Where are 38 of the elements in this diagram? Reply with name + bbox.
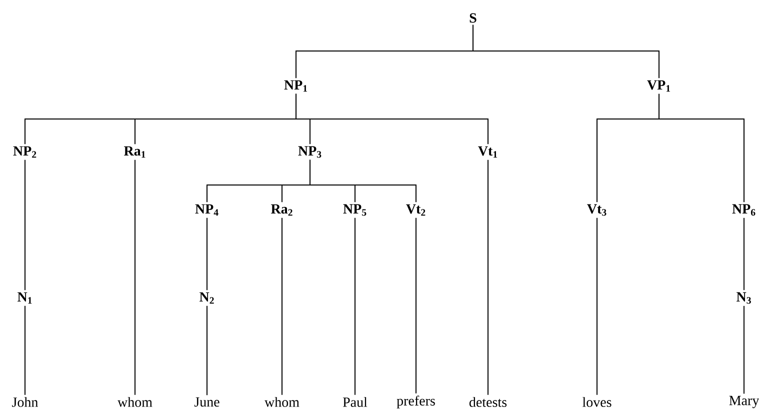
word-label: loves (582, 397, 612, 407)
word-label: Paul (342, 397, 368, 407)
category-label: Vt$_{3}$ (587, 204, 606, 216)
category-label: N$_{1}$ (18, 292, 32, 304)
word-label: whom (118, 397, 152, 407)
word-label: prefers (396, 396, 435, 408)
category-label: Vt$_{1}$ (478, 146, 498, 158)
category-label: N$_{2}$ (200, 292, 214, 304)
tree-branch (354, 217, 356, 396)
tree-branch (24, 159, 26, 291)
tree-branch (24, 305, 26, 396)
tree-branch (658, 93, 745, 203)
category-label: VP$_{1}$ (647, 80, 670, 92)
word-label: detests (469, 397, 507, 407)
tree-branch (744, 217, 745, 291)
category-label: Ra$_{1}$ (124, 146, 146, 158)
category-label: Vt$_{2}$ (406, 204, 426, 216)
tree-branch (596, 217, 598, 396)
tree-branch (134, 159, 136, 396)
tree-branch (310, 159, 416, 203)
tree-branch (206, 217, 208, 291)
category-label: NP$_{5}$ (343, 204, 366, 216)
category-label: NP$_{6}$ (732, 204, 756, 216)
tree-branch (472, 24, 660, 79)
word-label: whom (264, 397, 300, 407)
word-label: Mary (729, 396, 759, 408)
tree-branch (296, 93, 488, 145)
category-label: S (470, 13, 476, 23)
tree-branch (744, 305, 745, 394)
category-label: NP$_{1}$ (284, 80, 308, 92)
word-label: John (12, 397, 38, 407)
category-label: NP$_{4}$ (195, 204, 218, 216)
category-label: NP$_{3}$ (298, 146, 322, 158)
category-label: N$_{3}$ (736, 292, 751, 304)
category-label: NP$_{2}$ (13, 146, 36, 158)
word-label: June (194, 397, 220, 407)
category-label: Ra$_{2}$ (270, 204, 292, 216)
tree-branch (206, 305, 208, 396)
